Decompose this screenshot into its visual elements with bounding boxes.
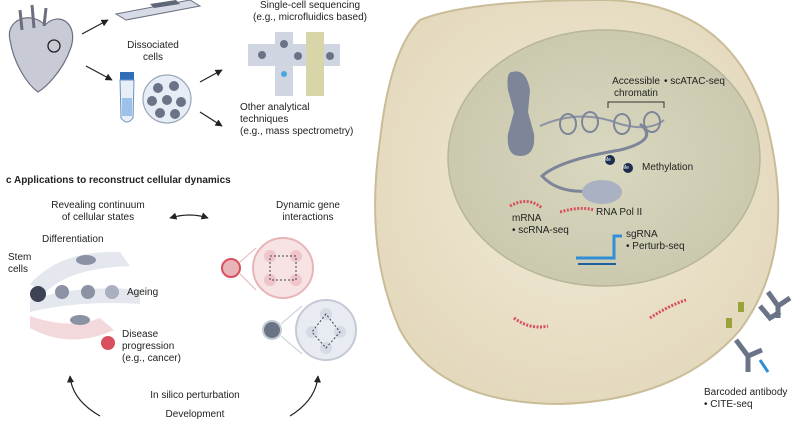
cell-state-continuum xyxy=(30,251,140,350)
dissociated-line2: cells xyxy=(142,52,163,63)
accessible-line2: chromatin xyxy=(614,88,658,99)
heart-illustration xyxy=(8,4,74,93)
rna-polymerase xyxy=(582,180,622,204)
continuum-line1: Revealing continuum xyxy=(51,200,145,211)
differentiation-label: Differentiation xyxy=(42,234,104,245)
disease-line2: progression xyxy=(122,341,175,352)
arrow-bottom-right xyxy=(289,375,322,417)
arrow-to-sequencing xyxy=(199,69,223,83)
in-silico-label: In silico perturbation xyxy=(150,390,240,401)
sgrna-label: sgRNA • Perturb-seq xyxy=(626,229,685,253)
other-line1: Other analytical xyxy=(240,102,310,113)
methyl-mark-1-label: Me xyxy=(604,157,611,163)
arrow-to-slide xyxy=(81,19,109,35)
methylation-marks xyxy=(605,155,633,173)
single-cell-line2: (e.g., microfluidics based) xyxy=(253,12,367,23)
disease-label: Disease progression (e.g., cancer) xyxy=(122,329,181,365)
dynamic-label: Dynamic gene interactions xyxy=(248,200,368,224)
single-cell-label: Single-cell sequencing (e.g., microfluid… xyxy=(230,0,390,24)
dissociated-line1: Dissociated xyxy=(127,40,179,51)
barcoded-line: Barcoded antibody xyxy=(704,387,788,398)
barcoded-antibody-label: Barcoded antibody • CITE-seq xyxy=(704,387,787,411)
disease-line3: (e.g., cancer) xyxy=(122,353,181,364)
barcoded-antibodies xyxy=(726,290,792,373)
tissue-slide xyxy=(114,0,202,21)
mrna-strand xyxy=(509,200,543,210)
dynamic-line2: interactions xyxy=(282,212,334,223)
mrna-label: mRNA • scRNA-seq xyxy=(512,213,569,237)
arrow-to-tube xyxy=(85,65,113,81)
other-line2: techniques xyxy=(240,114,289,125)
perturb-line: • Perturb-seq xyxy=(626,241,685,252)
double-arrow-top xyxy=(169,212,209,220)
other-techniques-label: Other analytical techniques (e.g., mass … xyxy=(240,102,353,138)
chromosome xyxy=(507,71,535,156)
rna-pol-label: RNA Pol II xyxy=(596,207,643,218)
accessible-line1: Accessible xyxy=(612,76,660,87)
gene-interaction-networks xyxy=(221,237,357,361)
arrow-bottom-left xyxy=(66,375,101,417)
continuum-label: Revealing continuum of cellular states xyxy=(28,200,168,224)
single-cell-line1: Single-cell sequencing xyxy=(259,0,361,11)
methyl-mark-2-label: Me xyxy=(622,165,629,171)
nascent-rna xyxy=(559,206,595,214)
continuum-line2: of cellular states xyxy=(61,212,135,223)
stem-line2: cells xyxy=(8,264,29,275)
ageing-label: Ageing xyxy=(127,287,159,298)
arrow-to-other xyxy=(199,111,223,127)
stem-line1: Stem xyxy=(8,252,32,263)
sample-tube xyxy=(119,72,135,123)
dynamic-line1: Dynamic gene xyxy=(276,200,340,211)
mrna-line: mRNA xyxy=(512,213,542,224)
dissociated-cells-dish xyxy=(142,74,192,124)
development-label: Development xyxy=(165,409,225,420)
scrna-line: • scRNA-seq xyxy=(512,225,569,236)
sgrna-hairpin xyxy=(576,234,622,265)
scatac-label: • scATAC-seq xyxy=(664,76,725,87)
stem-cells-label: Stem cells xyxy=(8,252,31,276)
dissociated-label: Dissociated cells xyxy=(118,40,188,64)
cite-line: • CITE-seq xyxy=(704,399,753,410)
disease-line1: Disease xyxy=(122,329,159,340)
sgrna-line: sgRNA xyxy=(626,229,658,240)
panel-c-heading: c Applications to reconstruct cellular d… xyxy=(6,175,231,186)
chromatin-fiber xyxy=(539,101,665,193)
cytoplasm-mrna-1 xyxy=(513,316,549,329)
methylation-label: Methylation xyxy=(642,162,694,173)
other-line3: (e.g., mass spectrometry) xyxy=(240,126,354,137)
accessible-chromatin-label: Accessible chromatin xyxy=(596,76,676,100)
microfluidics-chip xyxy=(248,32,340,96)
